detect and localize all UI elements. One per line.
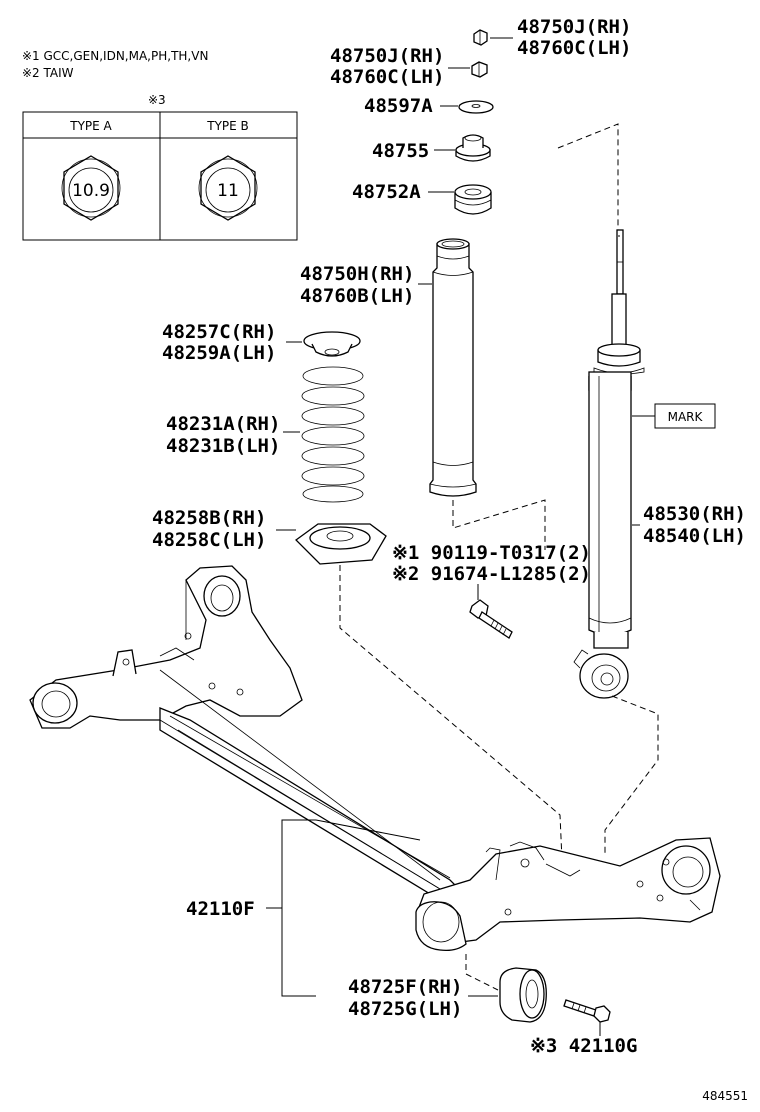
shock-absorber-icon <box>573 229 645 699</box>
label-cushion: 48755 <box>372 140 429 162</box>
nut-type-table <box>22 111 298 241</box>
label-bolt-variant-1: ※1 90119-T0317(2) <box>392 542 591 564</box>
label-nut-2-lh: 48760C(LH) <box>330 66 444 88</box>
nut-grade-type-b: 11 <box>217 181 239 201</box>
beam-bolt-icon <box>563 999 611 1023</box>
nut-grade-type-a: 10.9 <box>72 181 110 201</box>
label-nut-top-lh: 48760C(LH) <box>517 37 631 59</box>
label-boot-lh: 48760B(LH) <box>300 285 414 307</box>
label-mark: MARK <box>668 410 704 424</box>
label-beam-bolt: ※3 42110G <box>530 1035 637 1057</box>
note-region-2: ※2 TAIW <box>22 66 74 80</box>
hex-nut-type-b-icon <box>198 155 258 221</box>
upper-spring-seat-icon <box>303 331 361 357</box>
label-nut-top-rh: 48750J(RH) <box>517 16 631 38</box>
label-axle-beam: 42110F <box>186 898 255 920</box>
diagram-number: 484551 <box>702 1089 748 1103</box>
table-col-type-a: TYPE A <box>69 119 112 133</box>
label-bushing-lh: 48725G(LH) <box>348 998 462 1020</box>
label-bushing-rh: 48725F(RH) <box>348 976 462 998</box>
label-absorber-rh: 48530(RH) <box>643 503 746 525</box>
bushing-icon <box>499 967 547 1023</box>
label-lower-seat-rh: 48258B(RH) <box>152 507 266 529</box>
table-marker: ※3 <box>148 93 166 107</box>
label-upper-seat-lh: 48259A(LH) <box>162 342 276 364</box>
label-bolt-variant-2: ※2 91674-L1285(2) <box>392 563 591 585</box>
label-absorber-lh: 48540(LH) <box>643 525 746 547</box>
mounting-bolt-icon <box>469 599 513 639</box>
hex-nut-type-a-icon <box>61 155 121 221</box>
label-boot-rh: 48750H(RH) <box>300 263 414 285</box>
coil-spring-icon <box>301 366 365 503</box>
cushion-icon <box>455 134 491 162</box>
table-col-type-b: TYPE B <box>206 119 249 133</box>
label-nut-2-rh: 48750J(RH) <box>330 45 444 67</box>
lower-spring-seat-icon <box>295 523 387 565</box>
label-washer: 48597A <box>364 95 433 117</box>
dust-boot-icon <box>429 238 477 497</box>
note-region-1: ※1 GCC,GEN,IDN,MA,PH,TH,VN <box>22 49 208 63</box>
top-nut-icon <box>473 29 488 46</box>
label-lower-cushion: 48752A <box>352 181 421 203</box>
lower-cushion-icon <box>454 184 492 215</box>
second-nut-icon <box>471 61 488 78</box>
label-spring-rh: 48231A(RH) <box>166 413 280 435</box>
label-upper-seat-rh: 48257C(RH) <box>162 321 276 343</box>
label-spring-lh: 48231B(LH) <box>166 435 280 457</box>
washer-icon <box>458 100 494 114</box>
rear-axle-beam-icon <box>29 565 721 952</box>
label-lower-seat-lh: 48258C(LH) <box>152 529 266 551</box>
